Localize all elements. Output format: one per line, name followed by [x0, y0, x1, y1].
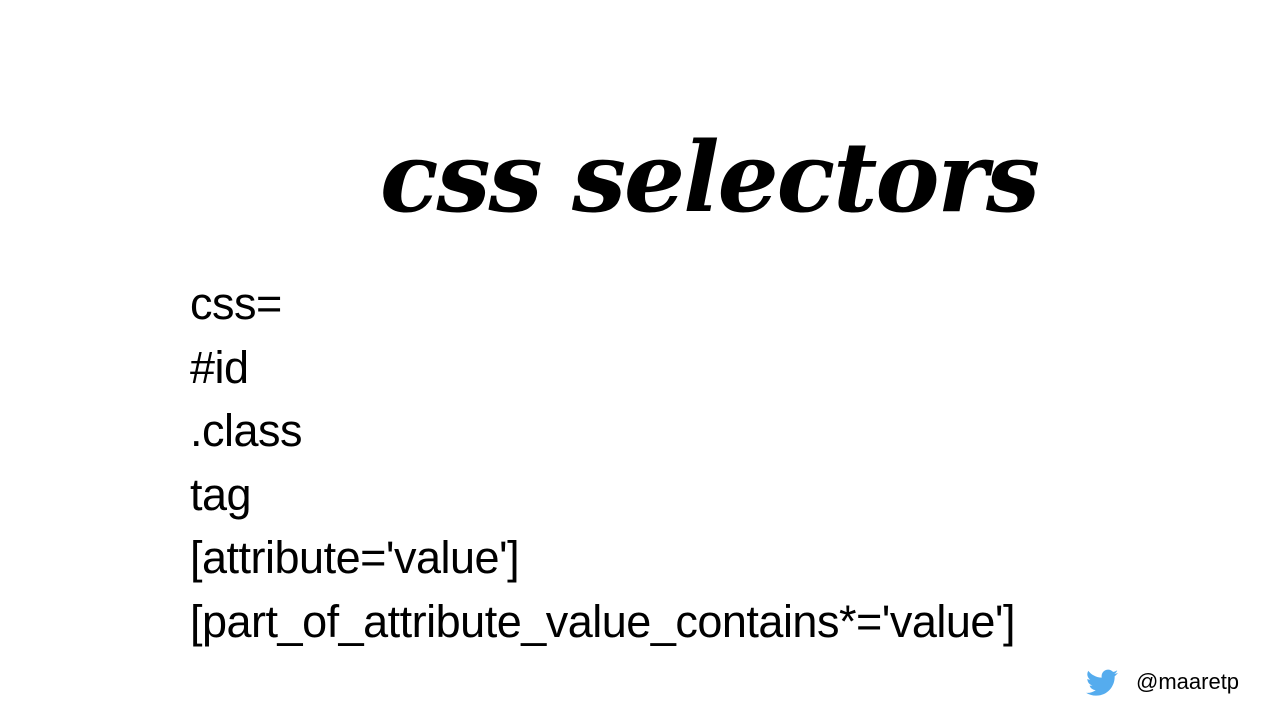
selector-item-css: css=	[190, 278, 282, 329]
selector-item-tag: tag	[190, 468, 252, 520]
slide-title: css selectors	[380, 121, 1040, 234]
twitter-bird-icon	[1086, 669, 1118, 696]
selector-item-attribute: [attribute='value']	[190, 532, 520, 583]
selector-item-attribute-contains: [part_of_attribute_value_contains*='valu…	[190, 595, 1016, 647]
twitter-badge	[1086, 666, 1118, 700]
selector-item-id: #id	[190, 341, 249, 393]
twitter-handle: @maaretp	[1136, 669, 1240, 694]
selector-list: css= #id .class tag [attribute='value'] …	[190, 272, 1016, 653]
selector-item-class: .class	[190, 405, 303, 456]
